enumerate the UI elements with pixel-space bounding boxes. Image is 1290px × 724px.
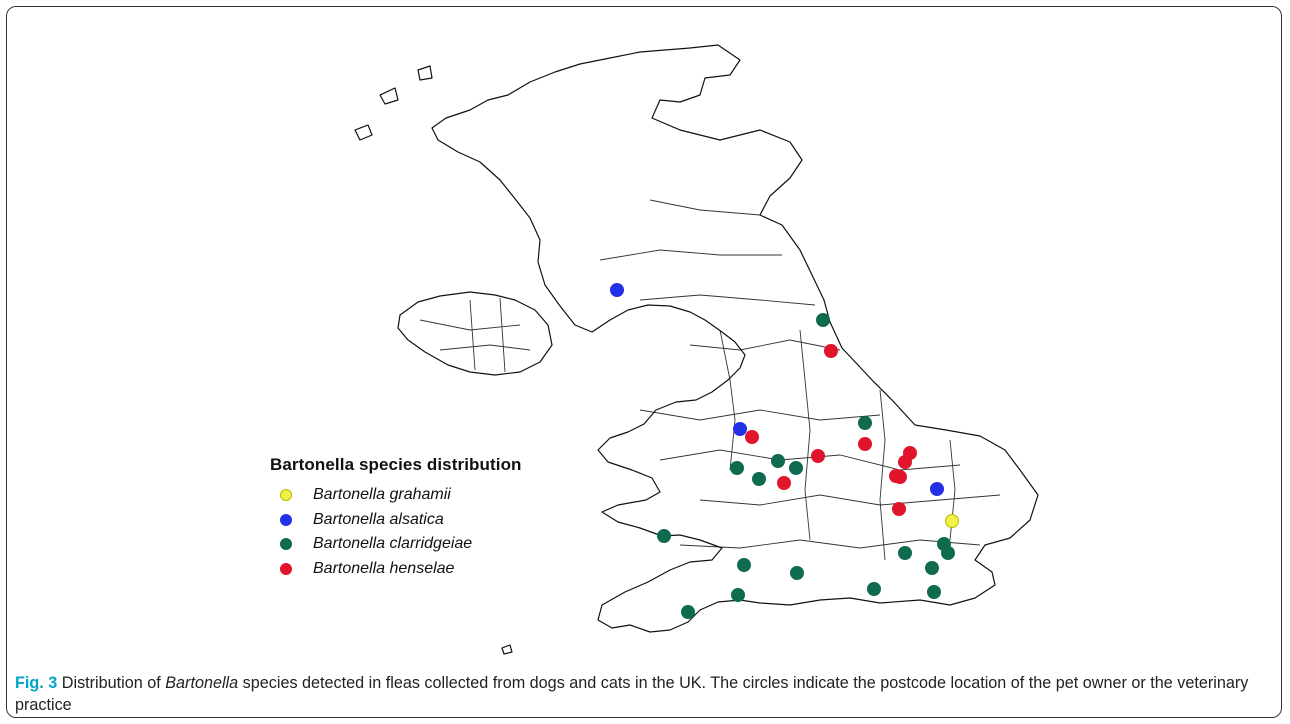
legend-item-clarridgeiae: Bartonella clarridgeiae xyxy=(270,532,522,557)
caption-text-1: Distribution of xyxy=(57,674,166,692)
point-clarridgeiae xyxy=(771,454,785,468)
swatch-clarridgeiae xyxy=(280,538,292,551)
swatch-henselae xyxy=(280,562,292,575)
point-henselae xyxy=(745,430,759,444)
legend: Bartonella species distribution Bartonel… xyxy=(270,455,522,581)
bartonella-points xyxy=(610,283,959,619)
point-clarridgeiae xyxy=(737,558,751,572)
figure-caption: Fig. 3 Distribution of Bartonella specie… xyxy=(15,672,1275,716)
island xyxy=(417,65,433,81)
legend-label-grahamii: Bartonella grahamii xyxy=(313,486,451,504)
island xyxy=(354,124,373,141)
point-clarridgeiae xyxy=(790,566,804,580)
point-henselae xyxy=(898,455,912,469)
point-grahamii xyxy=(945,514,959,528)
point-henselae xyxy=(777,476,791,490)
legend-label-clarridgeiae: Bartonella clarridgeiae xyxy=(313,535,473,553)
point-clarridgeiae xyxy=(681,605,695,619)
figure-frame xyxy=(6,6,1282,718)
point-henselae xyxy=(811,449,825,463)
swatch-alsatica xyxy=(280,513,292,526)
northern-ireland-outline xyxy=(397,291,553,376)
island xyxy=(379,87,399,105)
region-boundaries xyxy=(419,199,1001,561)
swatch-grahamii xyxy=(280,489,292,502)
point-clarridgeiae xyxy=(941,546,955,560)
great-britain-outline xyxy=(431,44,1039,633)
point-henselae xyxy=(824,344,838,358)
point-clarridgeiae xyxy=(730,461,744,475)
caption-text-2: species detected in fleas collected from… xyxy=(15,674,1249,714)
point-alsatica xyxy=(930,482,944,496)
point-clarridgeiae xyxy=(816,313,830,327)
point-henselae xyxy=(892,502,906,516)
legend-item-grahamii: Bartonella grahamii xyxy=(270,483,522,508)
point-clarridgeiae xyxy=(898,546,912,560)
point-clarridgeiae xyxy=(789,461,803,475)
legend-title: Bartonella species distribution xyxy=(270,455,522,474)
point-henselae xyxy=(893,470,907,484)
caption-italic: Bartonella xyxy=(165,674,239,692)
legend-label-alsatica: Bartonella alsatica xyxy=(313,510,444,528)
point-alsatica xyxy=(733,422,747,436)
point-clarridgeiae xyxy=(657,529,671,543)
point-clarridgeiae xyxy=(925,561,939,575)
legend-item-alsatica: Bartonella alsatica xyxy=(270,508,522,533)
legend-item-henselae: Bartonella henselae xyxy=(270,557,522,582)
point-clarridgeiae xyxy=(731,588,745,602)
point-alsatica xyxy=(610,283,624,297)
uk-map xyxy=(354,44,1039,655)
legend-label-henselae: Bartonella henselae xyxy=(313,559,455,577)
point-clarridgeiae xyxy=(858,416,872,430)
point-clarridgeiae xyxy=(867,582,881,596)
point-clarridgeiae xyxy=(927,585,941,599)
point-clarridgeiae xyxy=(752,472,766,486)
figure-label: Fig. 3 xyxy=(15,674,58,692)
point-henselae xyxy=(858,437,872,451)
coastline-group xyxy=(354,44,1039,655)
island xyxy=(501,644,513,655)
